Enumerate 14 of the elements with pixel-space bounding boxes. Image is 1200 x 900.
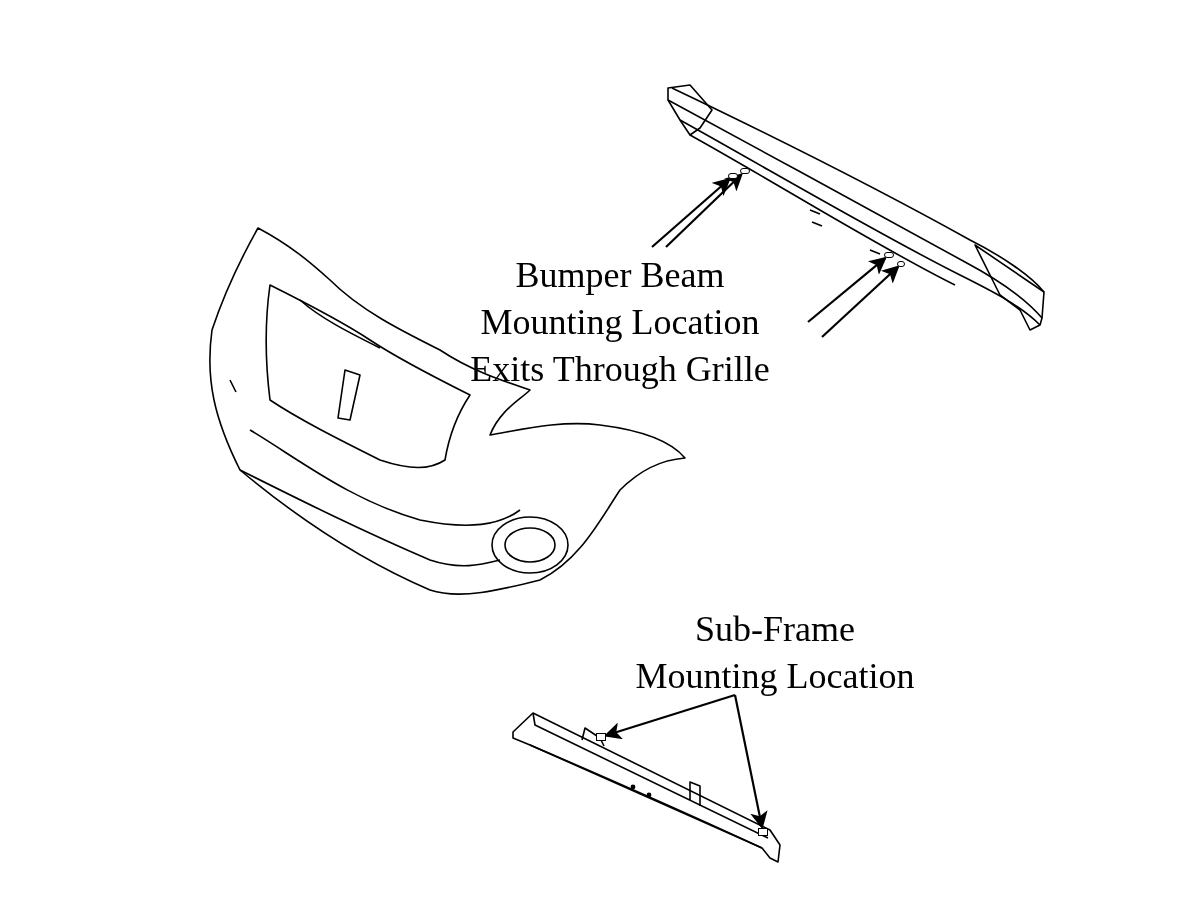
mounting-hole [740, 168, 750, 174]
mounting-bracket [596, 733, 606, 741]
mounting-hole [728, 173, 738, 179]
leader-arrow [821, 265, 900, 338]
mounting-hole [897, 261, 905, 267]
callout-label: Sub-Frame Mounting Location [634, 608, 916, 698]
leader-arrow [807, 256, 887, 323]
leader-arrow [733, 694, 768, 830]
mounting-hole [884, 252, 894, 258]
callout-label: Bumper Beam Mounting Location Exits Through Grille [469, 254, 771, 391]
mounting-bracket [758, 828, 768, 836]
leader-arrow [665, 172, 743, 248]
leader-arrow [651, 177, 731, 248]
leader-arrow [603, 693, 736, 740]
